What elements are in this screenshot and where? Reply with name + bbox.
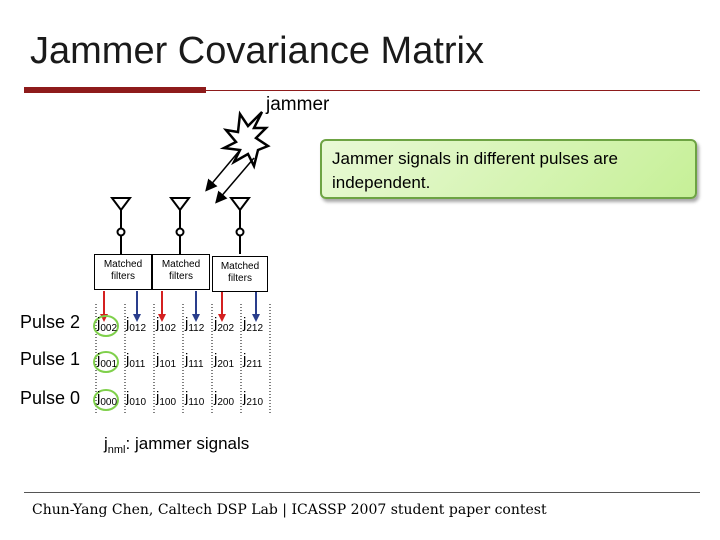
jammer-cell: j212 bbox=[243, 315, 264, 334]
matched-filter-box: Matched filters bbox=[94, 254, 152, 290]
jammer-cell: j112 bbox=[185, 315, 205, 334]
matched-filter-label-line2: filters bbox=[169, 271, 193, 282]
jammer-cell: j102 bbox=[156, 315, 177, 334]
slide-title: Jammer Covariance Matrix bbox=[30, 30, 484, 72]
jammer-cell: j010 bbox=[126, 389, 147, 408]
jammer-cell: j210 bbox=[243, 389, 264, 408]
antenna-icon bbox=[110, 197, 132, 254]
jammer-cell: j111 bbox=[185, 351, 204, 370]
matched-filter-label-line1: Matched bbox=[103, 259, 143, 270]
jammer-cell: j211 bbox=[243, 351, 263, 370]
jammer-signals-legend: jnml: jammer signals bbox=[104, 434, 250, 456]
footer-divider bbox=[24, 492, 700, 493]
jammer-cell: j001 bbox=[97, 351, 118, 370]
independence-callout: Jammer signals in different pulses are i… bbox=[320, 139, 697, 199]
jammer-cell: j200 bbox=[214, 389, 235, 408]
jammer-cell: j012 bbox=[126, 315, 147, 334]
jammer-cell: j002 bbox=[97, 315, 118, 334]
matched-filter-label-line1: Matched bbox=[220, 261, 260, 272]
jammer-burst-icon bbox=[219, 110, 271, 170]
jammer-cell: j100 bbox=[156, 389, 177, 408]
jammer-cell: j101 bbox=[156, 351, 177, 370]
jamming-signal-arrow bbox=[215, 157, 255, 204]
title-underline bbox=[206, 90, 700, 91]
cell-highlight bbox=[93, 315, 119, 411]
matched-filter-label-line2: filters bbox=[111, 271, 135, 282]
pulse-2-label: Pulse 2 bbox=[20, 312, 81, 332]
antenna-icon bbox=[229, 197, 251, 254]
title-underline-accent bbox=[24, 87, 206, 93]
jamming-signal-arrow bbox=[205, 149, 241, 192]
jammer-cell: j201 bbox=[214, 351, 235, 370]
pulse-0-label: Pulse 0 bbox=[20, 388, 81, 408]
jammer-cell: j000 bbox=[97, 389, 118, 408]
jammer-cell: j202 bbox=[214, 315, 235, 334]
matched-filter-label-line2: filters bbox=[228, 273, 252, 284]
footer-credit: Chun-Yang Chen, Caltech DSP Lab | ICASSP… bbox=[32, 502, 547, 518]
jammer-cell: j110 bbox=[185, 389, 205, 408]
antenna-icon bbox=[169, 197, 191, 254]
jammer-cell: j011 bbox=[126, 351, 146, 370]
matched-filter-label-line1: Matched bbox=[161, 259, 201, 270]
matrix-grid bbox=[95, 304, 271, 414]
matched-filter-box: Matched filters bbox=[152, 254, 210, 290]
pulse-1-label: Pulse 1 bbox=[20, 349, 81, 369]
jammer-label: jammer bbox=[266, 94, 330, 115]
matched-filter-box: Matched filters bbox=[212, 256, 268, 292]
